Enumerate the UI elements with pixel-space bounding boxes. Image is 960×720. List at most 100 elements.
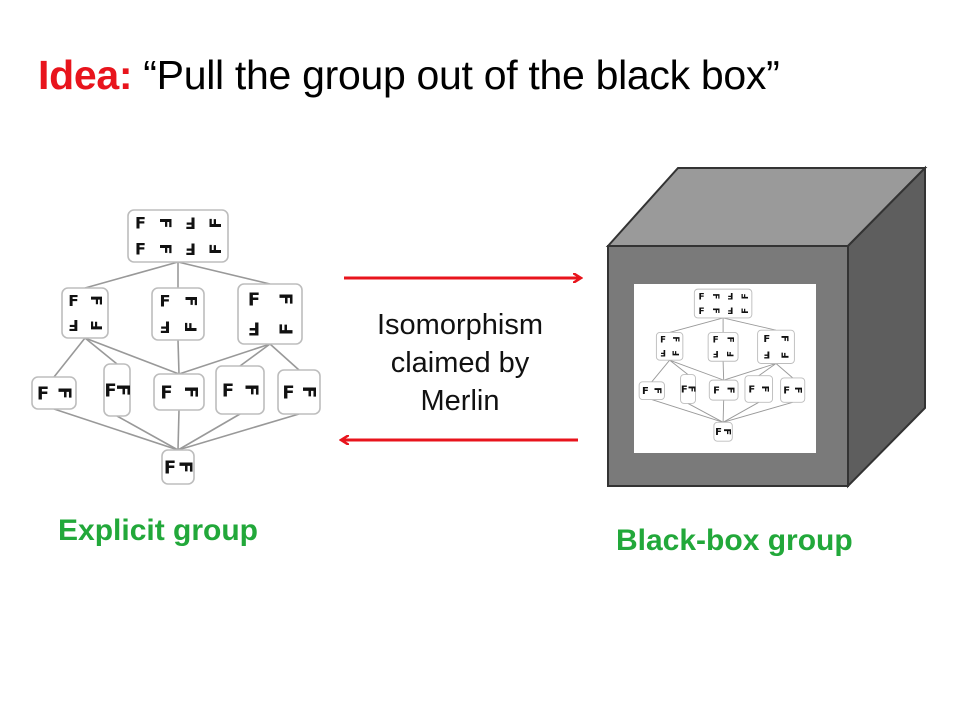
lattice-glyph-icon: F bbox=[779, 335, 790, 342]
lattice-glyph-icon: F bbox=[248, 289, 260, 310]
lattice-node-icon bbox=[780, 377, 806, 403]
lattice-glyph-icon: F bbox=[206, 217, 225, 228]
isomorphism-label-line-2: claimed by bbox=[390, 347, 530, 379]
lattice-edge bbox=[84, 337, 118, 365]
lattice-edge bbox=[687, 403, 724, 423]
lattice-glyph-icon: F bbox=[276, 323, 297, 335]
lattice-node-icon bbox=[655, 331, 684, 361]
lattice-glyph-icon: F bbox=[88, 320, 106, 331]
lattice-glyph-icon: F bbox=[68, 292, 79, 310]
lattice-glyph-icon: F bbox=[727, 305, 733, 315]
lattice-edge bbox=[722, 401, 793, 423]
lattice-glyph-icon: F bbox=[156, 217, 175, 228]
title-quote: “Pull the group out of the black box” bbox=[132, 52, 780, 98]
lattice-glyph-icon: F bbox=[660, 335, 666, 345]
lattice-edge bbox=[775, 363, 793, 379]
lattice-node-icon bbox=[713, 421, 733, 442]
lattice-edge bbox=[722, 361, 725, 381]
lattice-glyph-icon: F bbox=[710, 293, 720, 299]
lattice-glyph-icon: F bbox=[715, 427, 722, 438]
lattice-glyph-icon: F bbox=[135, 214, 146, 233]
lattice-glyph-icon: F bbox=[681, 385, 688, 396]
lattice-glyph-icon: F bbox=[206, 243, 225, 254]
lattice-node-icon bbox=[757, 329, 795, 364]
lattice-glyph-icon: F bbox=[698, 307, 704, 317]
lattice-node-icon bbox=[693, 288, 753, 319]
lattice-glyph-icon: F bbox=[156, 243, 175, 254]
lattice-edge bbox=[84, 261, 179, 289]
lattice-node-icon bbox=[61, 287, 109, 339]
lattice-glyph-icon: F bbox=[792, 387, 803, 394]
lattice-glyph-icon: F bbox=[741, 308, 751, 314]
lattice-edge bbox=[669, 359, 724, 381]
lattice-glyph-icon: F bbox=[748, 385, 755, 396]
lattice-glyph-icon: F bbox=[763, 334, 770, 345]
lattice-glyph-icon: F bbox=[642, 386, 649, 397]
lattice-glyph-icon: F bbox=[282, 382, 294, 403]
lattice-node-icon bbox=[744, 375, 774, 403]
lattice-glyph-icon: F bbox=[135, 240, 146, 259]
lattice-glyph-icon: F bbox=[298, 386, 319, 398]
lattice-edge bbox=[651, 399, 724, 423]
lattice-glyph-icon: F bbox=[652, 387, 663, 394]
lattice-node-icon bbox=[215, 365, 265, 415]
lattice-glyph-icon: F bbox=[160, 382, 172, 403]
lattice-glyph-icon: F bbox=[54, 387, 75, 399]
lattice-glyph-icon: F bbox=[763, 349, 770, 360]
lattice-glyph-icon: F bbox=[182, 321, 201, 332]
lattice-edge bbox=[116, 415, 179, 451]
lattice-glyph-icon: F bbox=[87, 295, 105, 306]
lattice-glyph-icon: F bbox=[37, 383, 49, 404]
lattice-edge bbox=[723, 363, 777, 381]
lattice-glyph-icon: F bbox=[185, 239, 196, 258]
lattice-glyph-icon: F bbox=[741, 293, 751, 299]
lattice-glyph-icon: F bbox=[185, 213, 196, 232]
explicit-group-caption: Explicit group bbox=[58, 514, 259, 547]
isomorphism-label: Isomorphism claimed by Merlin bbox=[340, 306, 580, 420]
lattice-glyph-icon: F bbox=[783, 386, 790, 397]
lattice-glyph-icon: F bbox=[721, 428, 732, 435]
lattice-node-icon bbox=[151, 287, 205, 341]
lattice-edge bbox=[239, 343, 271, 367]
lattice-glyph-icon: F bbox=[670, 336, 680, 342]
lattice-node-icon bbox=[161, 449, 195, 485]
lattice-node-icon bbox=[237, 283, 303, 345]
lattice-glyph-icon: F bbox=[68, 316, 79, 334]
lattice-node-icon bbox=[127, 209, 229, 263]
lattice-glyph-icon: F bbox=[713, 386, 720, 397]
lattice-glyph-icon: F bbox=[698, 292, 704, 302]
lattice-edge bbox=[53, 337, 86, 378]
lattice-node-icon bbox=[707, 331, 739, 362]
isomorphism-label-line-1: Isomorphism bbox=[377, 309, 543, 341]
isomorphism-label-line-3: Merlin bbox=[420, 385, 500, 417]
lattice-node-icon bbox=[31, 376, 77, 410]
lattice-glyph-icon: F bbox=[104, 380, 116, 401]
slide-title: Idea: “Pull the group out of the black b… bbox=[38, 52, 780, 99]
lattice-edge bbox=[53, 408, 179, 451]
lattice-edge bbox=[177, 261, 271, 285]
lattice-node-icon bbox=[680, 374, 696, 404]
lattice-edge bbox=[722, 401, 759, 423]
lattice-edge bbox=[669, 359, 689, 375]
lattice-glyph-icon: F bbox=[222, 380, 234, 401]
lattice-edge bbox=[651, 359, 670, 383]
lattice-glyph-icon: F bbox=[727, 351, 737, 357]
lattice-node-icon bbox=[153, 373, 205, 411]
lattice-glyph-icon: F bbox=[175, 461, 196, 473]
lattice-edge bbox=[722, 400, 725, 423]
lattice-edge bbox=[722, 317, 777, 331]
lattice-edge bbox=[758, 363, 777, 377]
lattice-edge bbox=[669, 317, 724, 333]
lattice-glyph-icon: F bbox=[181, 295, 200, 306]
lattice-node-icon bbox=[103, 363, 131, 417]
lattice-edge bbox=[177, 409, 180, 451]
lattice-glyph-icon: F bbox=[713, 336, 719, 346]
lattice-glyph-icon: F bbox=[724, 337, 734, 343]
lattice-node-icon bbox=[708, 379, 739, 401]
lattice-glyph-icon: F bbox=[248, 318, 260, 339]
lattice-edge bbox=[177, 413, 241, 451]
lattice-glyph-icon: F bbox=[724, 387, 735, 394]
